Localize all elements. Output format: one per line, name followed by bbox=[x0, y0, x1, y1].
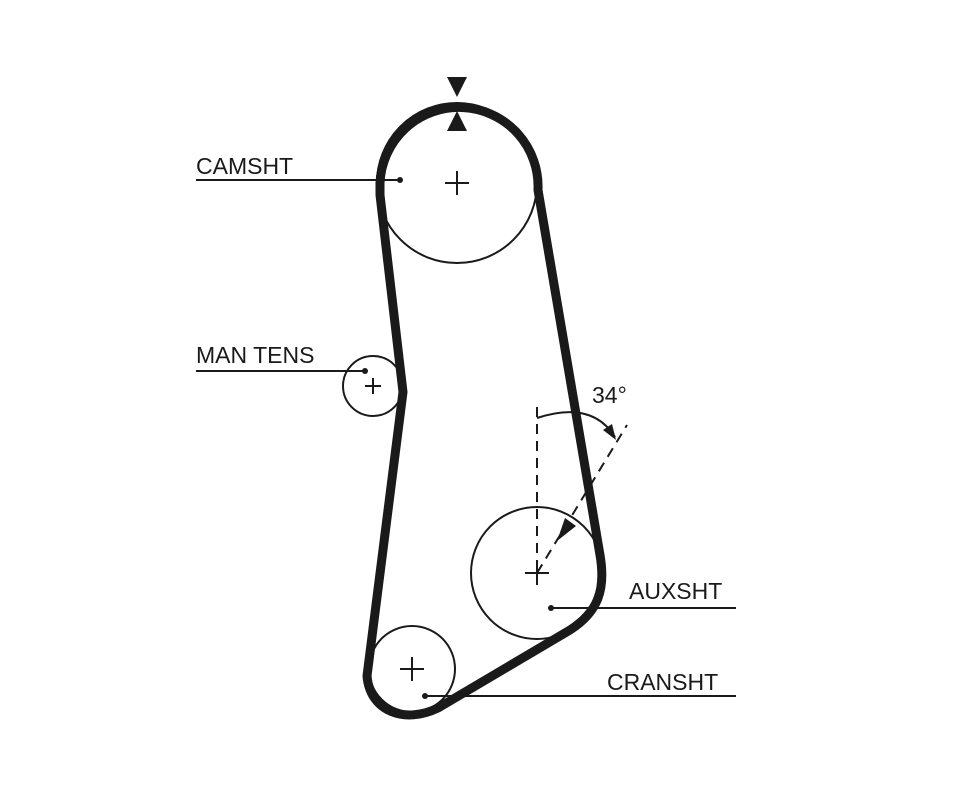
timing-belt bbox=[362, 103, 607, 720]
camshaft-label: CAMSHT bbox=[196, 153, 293, 179]
tensioner-center-mark bbox=[365, 378, 381, 394]
auxshaft-label: AUXSHT bbox=[629, 578, 722, 604]
tensioner-label: MAN TENS bbox=[196, 342, 314, 368]
auxshaft-leader-dot bbox=[548, 605, 554, 611]
angled-reference-dashed-line bbox=[536, 424, 628, 574]
timing-mark-down-arrow bbox=[447, 77, 467, 97]
crankshaft-label: CRANSHT bbox=[607, 669, 718, 695]
camshaft-center-mark bbox=[445, 171, 469, 195]
angle-label: 34° bbox=[592, 382, 627, 408]
angle-arc-arrowhead bbox=[603, 424, 616, 440]
tensioner-leader-dot bbox=[362, 368, 368, 374]
auxshaft-direction-arrowhead bbox=[557, 518, 576, 541]
timing-mark-up-arrow bbox=[447, 111, 467, 131]
camshaft-leader-dot bbox=[397, 177, 403, 183]
crankshaft-center-mark bbox=[400, 657, 424, 681]
crankshaft-leader-dot bbox=[422, 693, 428, 699]
